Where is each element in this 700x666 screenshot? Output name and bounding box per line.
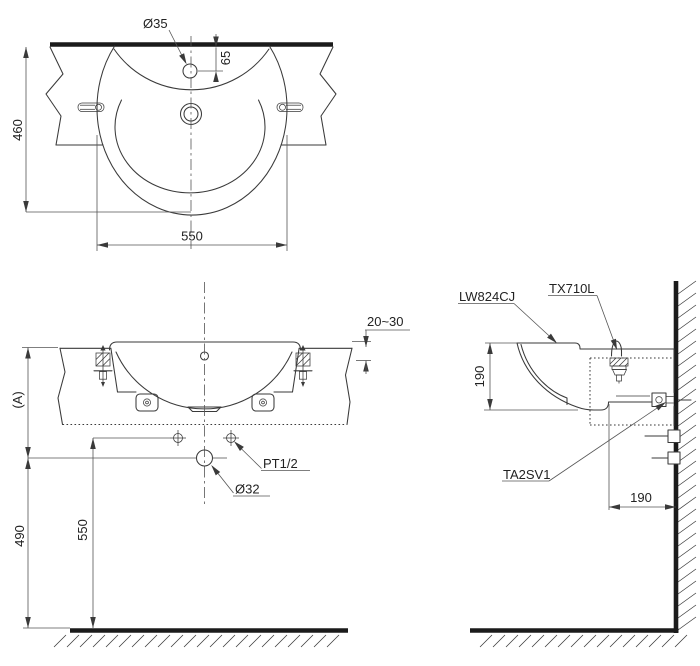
hatch-fill bbox=[609, 357, 629, 367]
label-faucet-model-text: TX710L bbox=[549, 281, 595, 296]
faucet-hole bbox=[182, 63, 198, 79]
floor-hatching bbox=[53, 634, 340, 648]
label-valve-model: TA2SV1 bbox=[502, 402, 666, 482]
arrow-icon bbox=[234, 441, 244, 451]
basin-back-rim-arc bbox=[113, 48, 270, 91]
dim-faucet-hole-offset: 65 bbox=[218, 51, 233, 65]
arrow-icon bbox=[487, 399, 493, 410]
label-faucet-hole-dia: Ø35 bbox=[143, 16, 187, 65]
dim-supply-height-550: 550 bbox=[75, 519, 90, 541]
dim-drain-height-490: 490 bbox=[12, 525, 27, 547]
mounting-bracket-left bbox=[77, 102, 105, 112]
dim-overall-width-550: 550 bbox=[181, 229, 203, 244]
counter-break-left bbox=[57, 347, 66, 426]
supply-hole-right bbox=[223, 430, 239, 446]
dim-faucet-hole-diameter: Ø35 bbox=[143, 16, 168, 31]
floor-hatching bbox=[479, 634, 688, 648]
arrow-icon bbox=[23, 201, 29, 212]
label-valve-model-text: TA2SV1 bbox=[503, 467, 550, 482]
label-faucet-model: TX710L bbox=[548, 281, 617, 350]
dim-overall-depth-460: 460 bbox=[10, 119, 25, 141]
arrow-icon bbox=[213, 71, 219, 82]
label-supply-thread-text: PT1/2 bbox=[263, 456, 298, 471]
bracket-body bbox=[77, 102, 105, 112]
dim-overall-width: 550 bbox=[96, 135, 288, 251]
label-basin-model: LW824CJ bbox=[458, 289, 557, 344]
dim-rim-gap: 20~30 bbox=[352, 314, 410, 374]
dim-counter-height-ref: (A) bbox=[10, 347, 58, 458]
hidden-body-outline bbox=[589, 357, 673, 426]
arrow-icon bbox=[25, 458, 31, 469]
basin-rim-profile bbox=[516, 342, 581, 350]
counter-break-left bbox=[45, 46, 64, 146]
arrow-icon bbox=[213, 36, 219, 48]
dim-faucet-offset: 65 bbox=[198, 34, 233, 82]
wall-supply-stub-upper bbox=[644, 429, 681, 444]
hanger-bolt-left bbox=[93, 345, 113, 387]
dim-drain-height: 490 bbox=[12, 458, 31, 628]
wall-supply-stub-lower bbox=[651, 451, 681, 465]
arrow-icon bbox=[97, 242, 108, 248]
hanger-bolt-right bbox=[293, 345, 313, 387]
drain-valve bbox=[651, 392, 692, 408]
hatch-fill bbox=[295, 352, 311, 367]
bracket-body bbox=[276, 102, 304, 112]
foot-bracket-right bbox=[251, 393, 275, 412]
top-view: 460 550 65 Ø35 bbox=[10, 16, 337, 251]
basin-rim bbox=[108, 341, 302, 351]
basin-side-left bbox=[110, 348, 119, 393]
hatch-fill bbox=[95, 352, 111, 367]
supply-hole-left bbox=[170, 430, 186, 446]
arrow-icon bbox=[90, 438, 96, 449]
dim-rim-gap-text: 20~30 bbox=[367, 314, 404, 329]
foot-bracket-left bbox=[135, 393, 159, 412]
arrow-icon bbox=[90, 617, 96, 628]
dim-supply-height: 550 bbox=[75, 438, 96, 628]
arrow-icon bbox=[25, 347, 31, 359]
label-basin-model-text: LW824CJ bbox=[459, 289, 515, 304]
bowl-front-profile bbox=[516, 342, 578, 408]
front-view: (A) 490 550 20~30 bbox=[10, 282, 410, 648]
basin-inner-bowl bbox=[114, 99, 266, 194]
dim-height-ref-a: (A) bbox=[10, 391, 25, 408]
counter-break-right bbox=[344, 347, 353, 426]
dim-overall-depth: 460 bbox=[10, 47, 191, 213]
wall-hatching bbox=[677, 280, 697, 631]
label-supply-thread: PT1/2 bbox=[234, 441, 310, 471]
arrow-icon bbox=[609, 504, 620, 510]
arrow-icon bbox=[665, 504, 676, 510]
mounting-bracket-right bbox=[276, 102, 304, 112]
bracket-bolt bbox=[279, 103, 286, 111]
dim-basin-height-190: 190 bbox=[472, 366, 487, 388]
bowl-front-curve bbox=[115, 351, 293, 410]
dim-drain-wall-offset: 190 bbox=[609, 490, 676, 510]
arrow-icon bbox=[487, 343, 493, 354]
basin-bottom-profile bbox=[576, 401, 653, 411]
faucet-body bbox=[610, 340, 623, 357]
bracket-bolt bbox=[95, 103, 102, 111]
dim-basin-height: 190 bbox=[472, 342, 578, 411]
bowl-inner-profile bbox=[520, 343, 568, 406]
arrow-icon bbox=[610, 338, 617, 350]
side-view: 190 190 LW824CJ TX710L TA2SV1 bbox=[458, 280, 697, 648]
label-drain-diameter-text: Ø32 bbox=[235, 482, 260, 497]
counter-break-right bbox=[319, 46, 337, 146]
faucet-assembly bbox=[609, 340, 629, 384]
arrow-icon bbox=[655, 402, 666, 411]
dim-drain-wall-offset-190: 190 bbox=[630, 490, 652, 505]
arrow-icon bbox=[25, 617, 31, 628]
arrow-icon bbox=[276, 242, 287, 248]
arrow-icon bbox=[547, 333, 557, 344]
label-drain-diameter: Ø32 bbox=[211, 465, 270, 497]
arrow-icon bbox=[211, 465, 221, 476]
arrow-icon bbox=[179, 53, 187, 65]
arrow-icon bbox=[363, 336, 369, 347]
drain-flange bbox=[187, 406, 222, 413]
arrow-icon bbox=[23, 47, 29, 58]
basin-outer-outline bbox=[96, 45, 288, 216]
arrow-icon bbox=[25, 447, 31, 458]
